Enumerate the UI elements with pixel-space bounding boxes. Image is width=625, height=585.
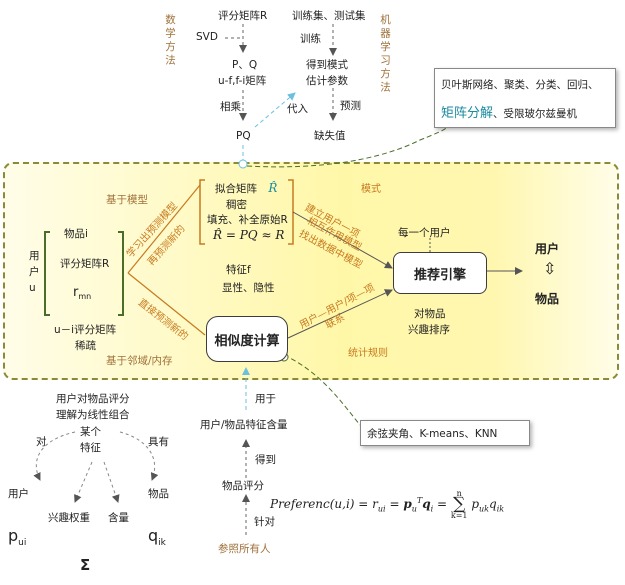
get-label: 得到 — [255, 454, 276, 466]
similarity-methods-panel: 余弦夹角、K-means、KNN — [360, 420, 530, 446]
feature-f-label: 特征f — [226, 264, 251, 276]
p-ui-sub: ui — [18, 538, 27, 549]
target-label: 针对 — [254, 516, 275, 528]
lb-content: 含量 — [108, 512, 129, 524]
matrix-factorization-highlight: 矩阵分解 — [441, 106, 494, 121]
ml-methods-line2: 矩阵分解、受限玻尔兹曼机 — [441, 102, 577, 121]
top-predict: 预测 — [340, 100, 361, 112]
q-ik-sub: ik — [158, 538, 166, 549]
for-item-label: 对物品 — [414, 308, 446, 320]
top-model-params-2: 估计参数 — [306, 75, 348, 87]
rmn-r: r — [73, 285, 79, 300]
every-user-label: 每一个用户 — [398, 227, 451, 239]
lb-p-ui: pui — [8, 526, 26, 548]
lb-towards: 对 — [36, 436, 47, 448]
user-u-label: 用户u — [29, 250, 40, 294]
similarity-label: 相似度计算 — [214, 333, 280, 349]
mode-label: 模式 — [361, 184, 381, 195]
fit-hat: R̂ — [268, 181, 278, 195]
top-multiply: 相乘 — [220, 101, 241, 113]
used-for-label: 用于 — [255, 393, 276, 405]
ml-method-label: 机器学习方法 — [379, 14, 391, 95]
matrix-rmn: rmn — [73, 285, 91, 301]
top-train-test: 训练集、测试集 — [292, 10, 366, 22]
q-ik-letter: q — [148, 526, 159, 545]
lb-q-ik: qik — [148, 526, 166, 548]
model-based-label: 基于模型 — [106, 194, 148, 206]
lb-has: 具有 — [148, 436, 169, 448]
lb-interest: 兴趣权重 — [48, 512, 90, 524]
pq-to-ml-panel — [246, 125, 449, 168]
top-svd: SVD — [196, 31, 218, 43]
formula-sum: n ∑ k=1 — [450, 489, 468, 520]
lb-user: 用户 — [8, 488, 29, 500]
top-model-params-1: 得到模式 — [306, 59, 348, 71]
branch-to-fit — [127, 184, 201, 274]
recommendation-engine: 推荐引擎 — [393, 252, 487, 294]
neighbor-based-label: 基于邻域/内存 — [106, 355, 173, 367]
fit-dense: 稠密 — [226, 199, 247, 211]
output-user: 用户 — [535, 242, 560, 256]
similarity-to-engine — [287, 289, 393, 339]
fit-bracket-right — [288, 179, 294, 245]
fit-to-engine — [292, 211, 393, 269]
lb-some: 某个 — [80, 426, 101, 438]
fit-line1: 拟合矩阵 — [215, 183, 257, 195]
similarity-calc: 相似度计算 — [206, 316, 288, 362]
engine-label: 推荐引擎 — [413, 267, 466, 283]
fit-bracket-left — [199, 179, 205, 245]
math-method-label: 数学方法 — [164, 14, 176, 68]
formula-rhs: pukqik — [471, 497, 505, 514]
preference-formula: Preferenc(u,i) = rui = puTqi = n ∑ k=1 p… — [270, 488, 504, 521]
explicit-implicit-label: 显性、隐性 — [222, 282, 275, 294]
fit-matrix-label: 拟合矩阵 R̂ — [215, 181, 277, 196]
fit-equation: R̂ = PQ ≈ R — [213, 228, 285, 242]
lb-sigma: Σ — [80, 556, 91, 574]
lb-line2: 理解为线性组合 — [56, 409, 130, 421]
formula-lhs: Preferenc(u,i) = rui = puTqi = — [270, 496, 451, 514]
arrow-substitute — [254, 92, 296, 128]
to-content — [103, 461, 120, 503]
top-substitute: 代入 — [287, 103, 308, 115]
sparse-line2: 稀疏 — [75, 340, 96, 352]
lb-item: 物品 — [148, 488, 169, 500]
similarity-methods-text: 余弦夹角、K-means、KNN — [367, 428, 498, 440]
output-arrows: ⇳ — [543, 259, 557, 278]
feature-content-label: 用户/物品特征含量 — [200, 419, 288, 431]
all-people-label: 参照所有人 — [218, 543, 271, 555]
lb-line1: 用户对物品评分 — [56, 393, 130, 405]
to-interest — [74, 461, 93, 503]
output-item: 物品 — [535, 292, 560, 306]
interest-rank-label: 兴趣排序 — [408, 324, 450, 336]
matrix-bracket-left — [44, 231, 50, 316]
matrix-rating-label: 评分矩阵R — [60, 258, 110, 270]
matrix-bracket-right — [118, 231, 124, 316]
top-train: 训练 — [300, 33, 321, 45]
p-ui-letter: p — [8, 526, 19, 545]
top-missing: 缺失值 — [314, 130, 346, 142]
stat-rule-label: 统计规则 — [348, 348, 388, 359]
similarity-to-panel — [283, 354, 361, 426]
branch-to-similarity — [127, 272, 206, 336]
ml-methods-panel: 贝叶斯网络、聚类、分类、回归、 矩阵分解、受限玻尔兹曼机 — [434, 68, 616, 128]
top-rating-matrix: 评分矩阵R — [218, 10, 268, 22]
sparse-line1: u－i评分矩阵 — [54, 324, 117, 336]
top-pq: P、Q — [232, 59, 258, 71]
top-pq-result: PQ — [236, 130, 251, 142]
fit-fill: 填充、补全原始R — [207, 214, 288, 226]
item-rating-label: 物品评分 — [222, 480, 264, 492]
pq-node — [238, 159, 248, 169]
lb-feature: 特征 — [80, 442, 101, 454]
item-i-label: 物品i — [64, 228, 88, 240]
top-uf-fi: u-f,f-i矩阵 — [218, 75, 267, 87]
ml-methods-line1: 贝叶斯网络、聚类、分类、回归、 — [441, 79, 599, 91]
curve-right — [119, 431, 159, 481]
ml-methods-line2-rest: 、受限玻尔兹曼机 — [493, 108, 578, 120]
rmn-sub: mn — [78, 292, 92, 302]
